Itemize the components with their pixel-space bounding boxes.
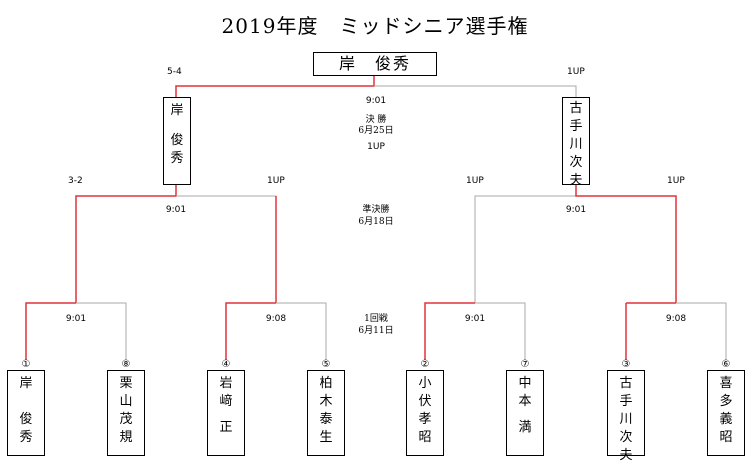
player-name-char: 茂 <box>119 412 133 427</box>
r1-time-1: 9:01 <box>65 314 87 324</box>
r1-m3-red <box>424 302 475 360</box>
r1-m2-gray <box>276 302 327 360</box>
player-name-char: 喜 <box>719 376 733 391</box>
r1-time-2: 9:08 <box>265 314 287 324</box>
r1-m1-red <box>25 302 76 360</box>
player-name-char: 中 <box>518 376 532 391</box>
player-box-8: 喜 多 義 昭 <box>707 370 745 456</box>
player-name-char: 古 <box>619 376 633 391</box>
player-box-6: 中 本 満 <box>506 370 544 456</box>
player-name-char: 手 <box>619 394 633 409</box>
player-name-char: 本 <box>518 394 532 409</box>
final-round-label: 決 勝 <box>365 115 387 125</box>
semi-round-label: 準決勝 <box>362 205 390 215</box>
semi-right-score-a: 1UP <box>466 176 484 186</box>
r1-m3-gray <box>475 302 526 360</box>
semi-left-score-a: 3-2 <box>68 176 83 186</box>
player-name-char: 孝 <box>418 412 432 427</box>
r1-time-4: 9:08 <box>665 314 687 324</box>
seed-badge: ⑦ <box>520 359 530 370</box>
player-name-char: 次 <box>619 430 633 445</box>
player-box-2: 栗 山 茂 規 <box>107 370 145 456</box>
player-name-char: 昭 <box>418 430 432 445</box>
player-name-char: 多 <box>719 394 733 409</box>
player-name-char: 山 <box>119 394 133 409</box>
final-date: 6月25日 <box>358 126 394 136</box>
player-box-4: 柏 木 泰 生 <box>307 370 345 456</box>
r1-m2-red <box>225 302 276 360</box>
seed-badge: ① <box>21 359 31 370</box>
final-line-left <box>175 76 375 97</box>
r1-round-label: 1回戦 <box>364 314 388 324</box>
semi-right-time: 9:01 <box>565 205 587 215</box>
r1-m4-gray2 <box>676 302 727 360</box>
final-time: 9:01 <box>365 96 387 106</box>
player-name-char: 夫 <box>619 448 633 463</box>
finalist-right-box: 古 手 川 次 夫 <box>562 97 590 188</box>
semi-left-time: 9:01 <box>165 205 187 215</box>
semi-left-score-b: 1UP <box>267 176 285 186</box>
player-box-7: 古 手 川 次 夫 <box>607 370 645 463</box>
final-score-center: 1UP <box>367 142 385 152</box>
seed-badge: ⑥ <box>721 359 731 370</box>
player-box-3: 岩 﨑 正 <box>207 370 245 456</box>
finalist-right-char: 次 <box>569 155 583 170</box>
semi-right-score-b: 1UP <box>667 176 685 186</box>
semi-right-line-red <box>575 185 677 303</box>
finalist-left-char: 俊 <box>170 133 184 148</box>
finalist-right-char: 古 <box>569 101 583 116</box>
player-name-char: 柏 <box>319 376 333 391</box>
player-name-char: 義 <box>719 412 733 427</box>
r1-time-3: 9:01 <box>464 314 486 324</box>
semi-left-line-red <box>75 185 177 303</box>
finalist-left-char: 岸 <box>170 103 184 118</box>
player-name-char: 正 <box>219 420 233 435</box>
finalist-right-char: 夫 <box>569 173 583 188</box>
player-name-char: 規 <box>119 430 133 445</box>
seed-badge: ③ <box>621 359 631 370</box>
player-name-char: 伏 <box>418 394 432 409</box>
r1-m1-gray <box>76 302 127 360</box>
player-name-char: 俊 <box>19 412 33 427</box>
semi-date: 6月18日 <box>358 217 394 227</box>
player-box-5: 小 伏 孝 昭 <box>406 370 444 456</box>
finalist-left-box: 岸 俊 秀 <box>163 97 191 185</box>
player-name-char: 岸 <box>19 376 33 391</box>
finalist-right-char: 手 <box>569 119 583 134</box>
page-title: 2019年度 ミッドシニア選手権 <box>221 14 529 38</box>
player-name-char: 﨑 <box>219 394 233 409</box>
player-name-char: 木 <box>319 394 333 409</box>
player-name-char: 岩 <box>219 376 233 391</box>
player-name-char: 小 <box>418 376 432 391</box>
seed-badge: ⑧ <box>121 359 131 370</box>
player-name-char: 昭 <box>719 430 733 445</box>
player-name-char: 満 <box>518 420 532 435</box>
semi-right-line-gray <box>474 195 576 303</box>
finalist-right-char: 川 <box>569 137 583 152</box>
player-name-char: 川 <box>619 412 633 427</box>
champion-box: 岸 俊秀 <box>313 52 437 76</box>
seed-badge: ④ <box>221 359 231 370</box>
player-name-char: 秀 <box>19 430 33 445</box>
final-line-right <box>374 85 577 97</box>
seed-badge: ② <box>420 359 430 370</box>
player-box-1: 岸 俊 秀 <box>7 370 45 456</box>
player-name-char: 生 <box>319 430 333 445</box>
final-score-left: 5-4 <box>167 67 182 77</box>
finalist-left-char: 秀 <box>170 151 184 166</box>
final-score-right: 1UP <box>567 67 585 77</box>
r1-date: 6月11日 <box>358 326 394 336</box>
seed-badge: ⑤ <box>321 359 331 370</box>
player-name-char: 泰 <box>319 412 333 427</box>
player-name-char: 栗 <box>119 376 133 391</box>
